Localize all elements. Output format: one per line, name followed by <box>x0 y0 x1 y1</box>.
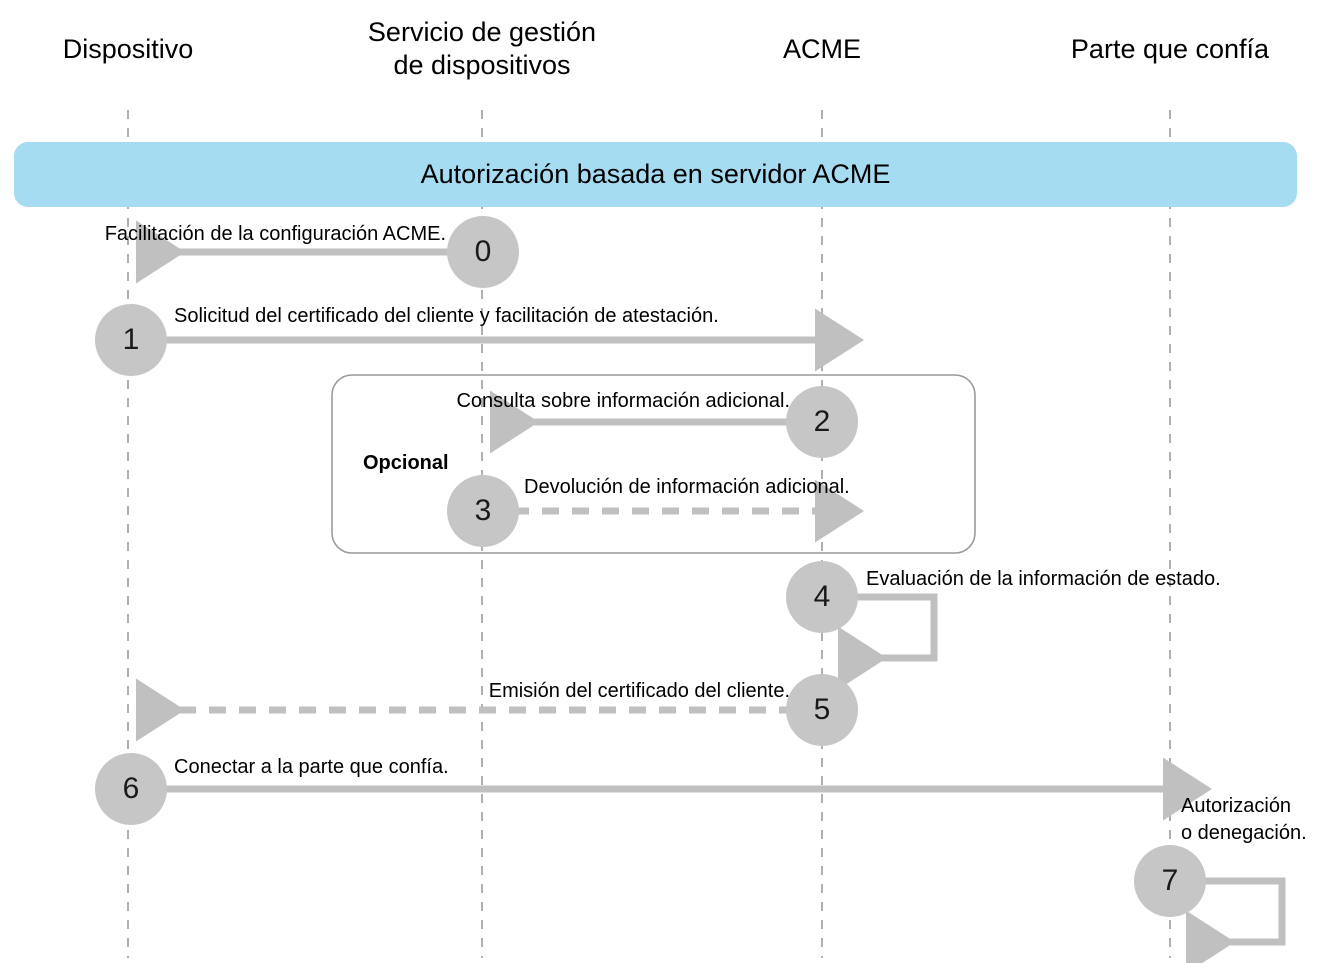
step-1-label: Solicitud del certificado del cliente y … <box>174 305 719 327</box>
step-2-label: Consulta sobre información adicional. <box>456 390 790 412</box>
step-0-label: Facilitación de la configuración ACME. <box>104 223 446 245</box>
phase-banner: Autorización basada en servidor ACME <box>14 142 1297 207</box>
step-marker-4[interactable]: 4 <box>786 561 858 633</box>
step-marker-7[interactable]: 7 <box>1134 845 1206 917</box>
lane-title-relying-party: Parte que confía <box>1070 34 1270 64</box>
arrow-step-4 <box>838 593 938 690</box>
step-marker-1[interactable]: 1 <box>95 304 167 376</box>
optional-frame <box>331 374 976 554</box>
step-marker-5[interactable]: 5 <box>786 674 858 746</box>
step-5-label: Emisión del certificado del cliente. <box>488 680 790 702</box>
step-4-label: Evaluación de la información de estado. <box>866 568 1221 590</box>
step-3-label: Devolución de información adicional. <box>524 476 850 498</box>
step-6-label: Conectar a la parte que confía. <box>174 756 449 778</box>
step-marker-6[interactable]: 6 <box>95 753 167 825</box>
optional-frame-label: Opcional <box>363 452 449 474</box>
step-marker-2[interactable]: 2 <box>786 386 858 458</box>
lane-title-mdm: Servicio de gestión de dispositivos <box>367 17 597 80</box>
arrow-step-7 <box>1186 877 1286 963</box>
step-marker-0[interactable]: 0 <box>447 216 519 288</box>
step-marker-3[interactable]: 3 <box>447 475 519 547</box>
lane-title-acme: ACME <box>782 34 861 64</box>
lane-title-device: Dispositivo <box>62 34 194 64</box>
step-7-label: Autorización o denegación. <box>1181 795 1307 844</box>
